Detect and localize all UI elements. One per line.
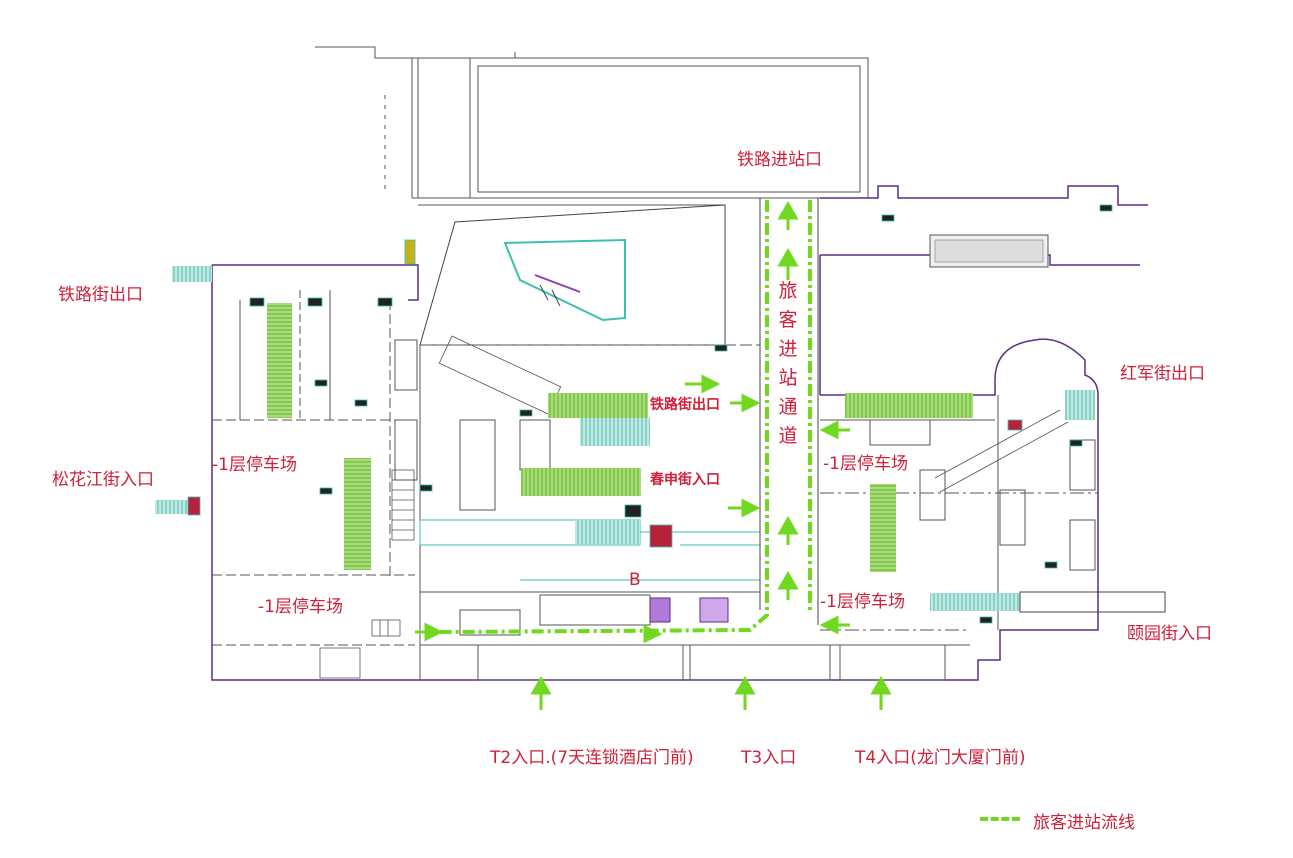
legend-flow-label: 旅客进站流线: [1033, 813, 1135, 833]
island-detail: [534, 274, 581, 293]
yiyuan-corridor: [1019, 591, 1166, 613]
signage-markers: [187, 204, 1113, 624]
label-chunshen-entrance: 春申街入口: [650, 472, 720, 488]
label-parking-left-upper: -1层停车场: [212, 455, 297, 475]
passage-outline: [759, 198, 819, 625]
label-parking-right-upper: -1层停车场: [823, 454, 908, 474]
label-parking-right-lower: -1层停车场: [820, 592, 905, 612]
purple-rooms: [649, 597, 729, 623]
teal-island: [503, 238, 626, 322]
flow-arrows: [415, 200, 892, 710]
label-t4-entrance: T4入口(龙门大厦门前): [855, 748, 1026, 768]
label-t3-entrance: T3入口: [741, 748, 797, 768]
label-railway-entrance: 铁路进站口: [737, 150, 822, 170]
flow-line: [439, 200, 812, 634]
label-passenger-passage: 旅客进站通道: [778, 280, 798, 447]
label-tielu-street-exit-inner: 铁路街出口: [650, 397, 720, 413]
label-yiyuan-entrance: 颐园街入口: [1127, 624, 1212, 644]
label-zone-b: B: [629, 570, 641, 590]
label-hongjun-street-exit: 红军街出口: [1120, 364, 1205, 384]
label-parking-left-lower: -1层停车场: [258, 597, 343, 617]
label-tielu-street-exit: 铁路街出口: [58, 285, 143, 305]
legend-flow-line-swatch: [980, 817, 1020, 821]
railway-building-outline: [315, 46, 869, 206]
upper-angled-block: [419, 204, 726, 346]
escalators: [155, 266, 1095, 611]
right-top-hatched: [929, 234, 1049, 268]
label-songhuajiang-entrance: 松花江街入口: [52, 470, 154, 490]
stair-block: [319, 335, 1069, 679]
main-floor-outline: [211, 264, 1099, 681]
label-t2-entrance: T2入口.(7天连锁酒店门前): [490, 748, 694, 768]
right-top-structure: [819, 185, 1148, 395]
